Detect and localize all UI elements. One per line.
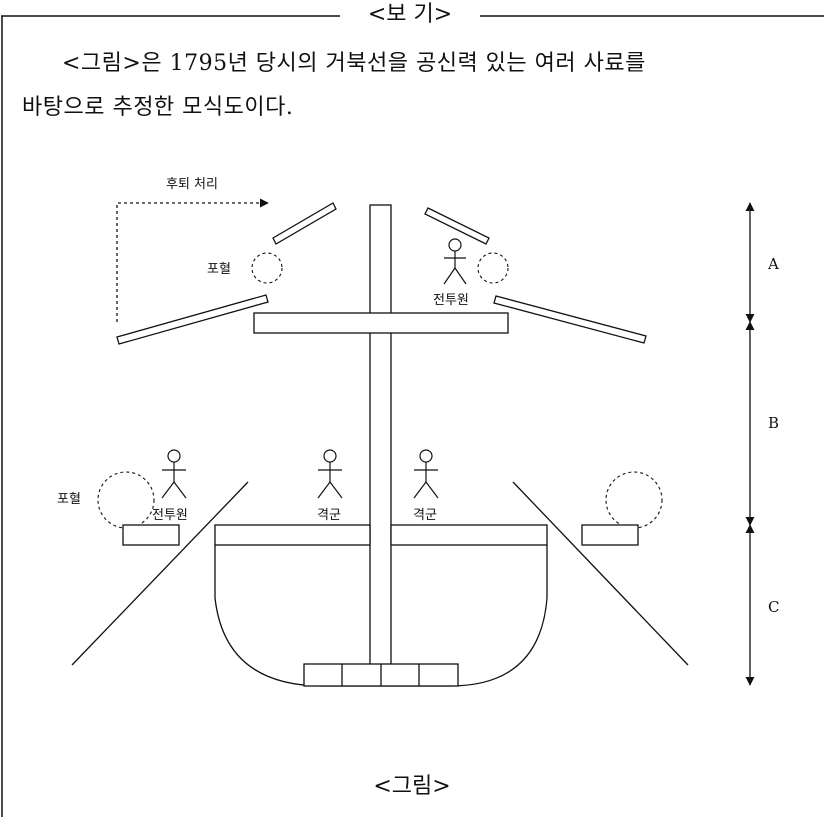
upper-deck	[253, 312, 509, 334]
rower-right-figure	[413, 449, 439, 499]
section-label-a: A	[767, 255, 779, 273]
turtle-ship-diagram: 후퇴 처리 포혈 전투원 포혈	[57, 177, 779, 687]
gunport-upper-left	[251, 252, 283, 284]
figure-caption: <그림>	[373, 774, 451, 799]
rower-left-figure	[317, 449, 343, 499]
rower-label-right: 격군	[413, 508, 437, 523]
gunport-label-lower: 포혈	[57, 492, 81, 507]
combatant-label-upper: 전투원	[433, 293, 469, 308]
box-title: <보 기>	[340, 0, 480, 30]
side-deck-left	[122, 524, 180, 546]
side-deck-right	[581, 524, 639, 546]
gunport-upper-right	[477, 252, 509, 284]
intro-line-1: <그림>은 1795년 당시의 거북선을 공신력 있는 여러 사료를	[62, 51, 646, 76]
combatant-label-lower: 전투원	[152, 508, 188, 523]
keel-blocks	[303, 663, 459, 687]
upper-roof-plates	[116, 202, 647, 345]
combatant-upper-figure	[443, 238, 467, 285]
section-label-c: C	[768, 598, 779, 616]
main-deck	[214, 524, 548, 546]
gunport-lower-left	[97, 471, 155, 529]
intro-line-2: 바탕으로 추정한 모식도이다.	[22, 95, 294, 120]
section-label-b: B	[768, 414, 779, 432]
hull-sides	[71, 481, 689, 666]
rower-label-left: 격군	[317, 508, 341, 523]
retreat-label: 후퇴 처리	[166, 177, 218, 192]
intro-text: <그림>은 1795년 당시의 거북선을 공신력 있는 여러 사료를 바탕으로 …	[22, 42, 812, 130]
combatant-lower-figure	[161, 449, 187, 499]
gunport-label-upper: 포혈	[207, 262, 231, 277]
gunport-lower-right	[605, 471, 663, 529]
mast	[369, 204, 392, 666]
